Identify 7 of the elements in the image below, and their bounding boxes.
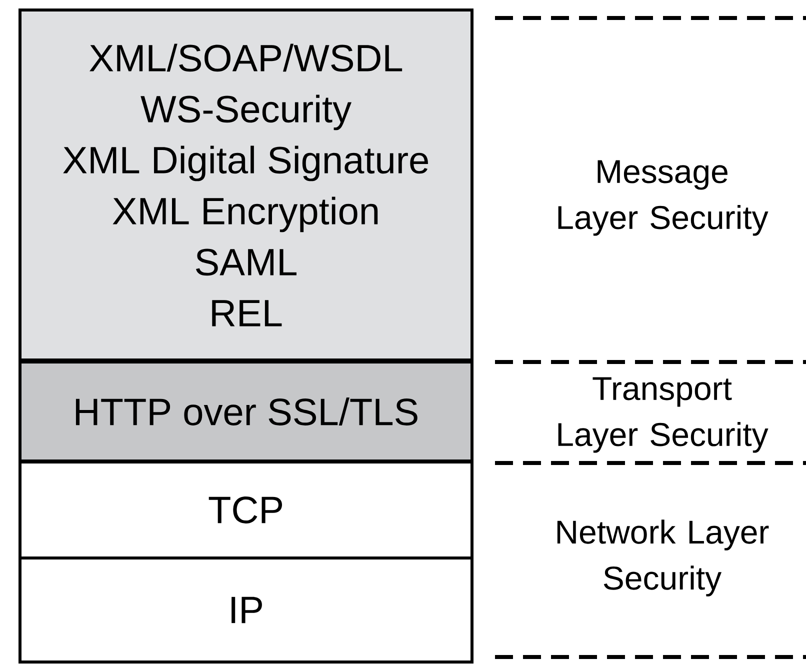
layer-box: IP — [18, 556, 474, 664]
layer-box: XML/SOAP/WSDL WS-Security XML Digital Signature XML Encryption SAML REL — [18, 8, 474, 362]
layer-label: Message Layer Security — [558, 160, 768, 236]
layer-box: TCP — [18, 460, 474, 560]
layer-label: Transport Layer Security — [558, 377, 768, 453]
layer-box: HTTP over SSL/TLS — [18, 360, 474, 462]
layer-label: Network Layer Security — [557, 520, 769, 596]
